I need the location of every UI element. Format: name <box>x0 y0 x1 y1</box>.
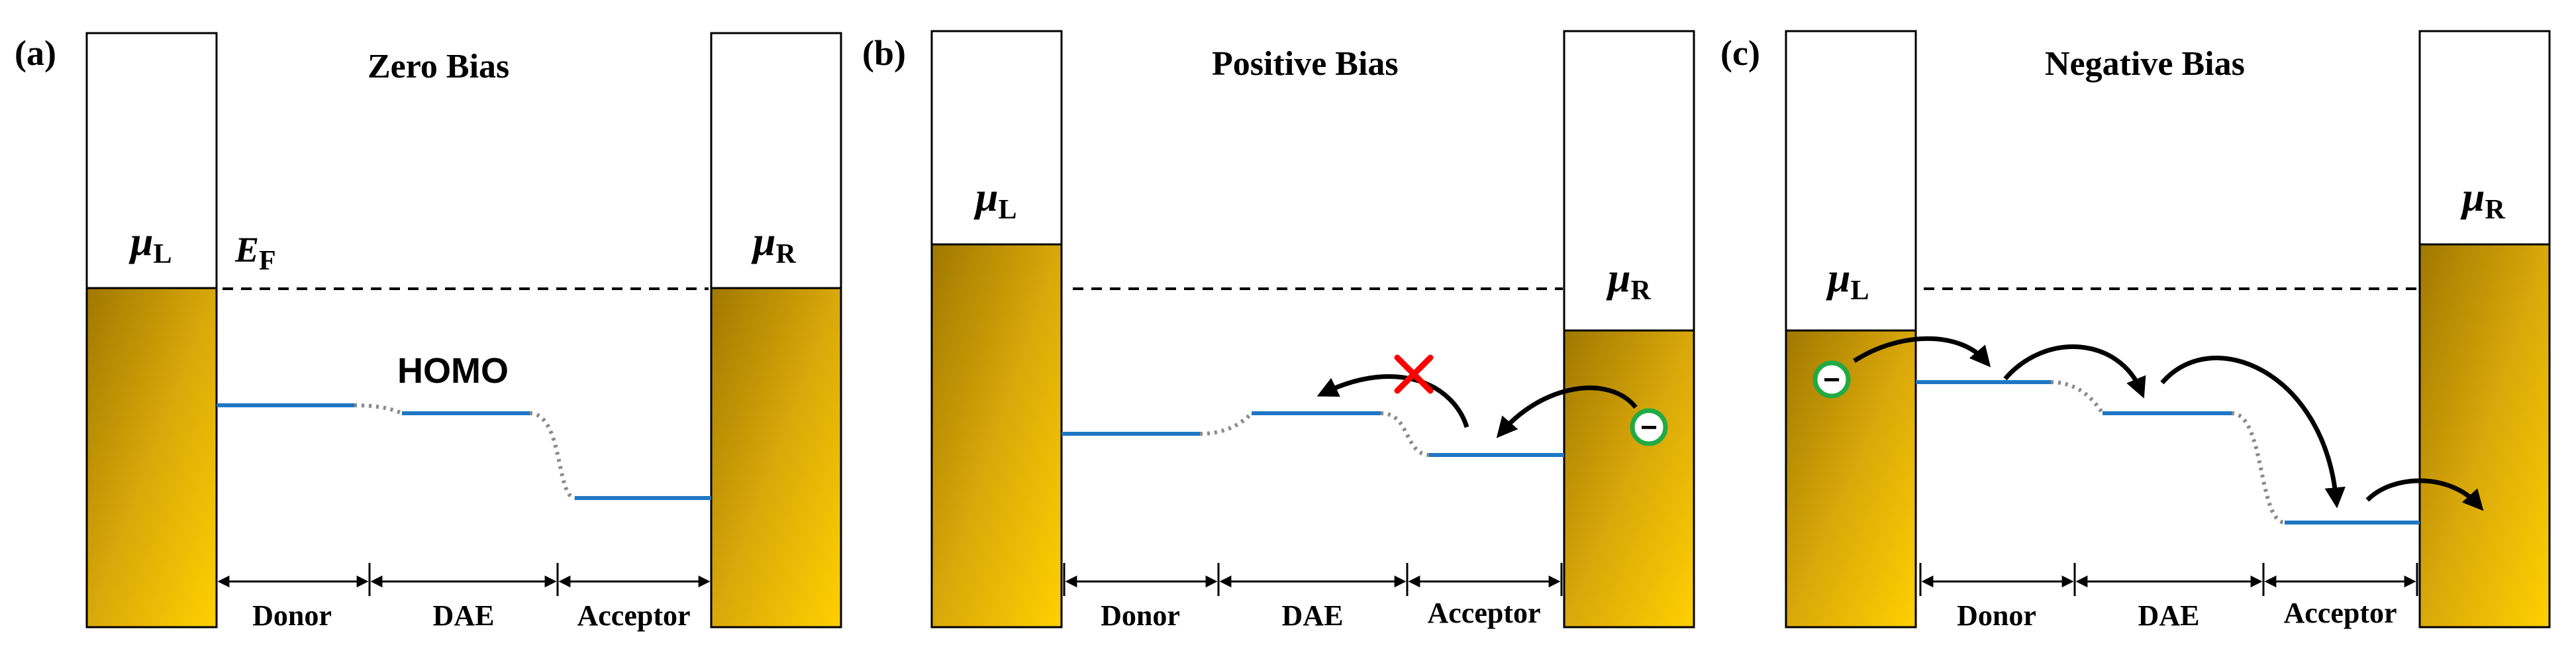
region-ticks <box>215 563 713 596</box>
region-label-acceptor: Acceptor <box>2283 597 2397 629</box>
svg-text:−: − <box>1823 364 1840 396</box>
mu-right-label: μR <box>2460 175 2505 225</box>
mu-right-label: μR <box>1606 256 1651 306</box>
electron-hop-arrow <box>1853 336 1991 368</box>
mu-left-label: μL <box>128 219 172 270</box>
panel-title: Positive Bias <box>1212 45 1399 83</box>
right-electrode-empty <box>1563 30 1695 332</box>
homo-label: HOMO <box>397 351 509 391</box>
region-label-dae: DAE <box>2138 599 2200 632</box>
blocked-cross-icon <box>1394 354 1434 394</box>
electron-hop-arrow <box>1496 385 1638 438</box>
left-electrode-filled <box>1785 329 1917 628</box>
electron-icon: − <box>1812 360 1851 399</box>
left-electrode-empty <box>1785 30 1917 332</box>
dae-acceptor-connector <box>1380 411 1430 457</box>
electron-hop-arrow <box>2003 344 2146 399</box>
right-electrode-filled <box>1563 329 1695 628</box>
panel-negative-bias: (c) Negative Bias μL μR − Donor DAE <box>1720 30 2551 632</box>
dae-acceptor-connector <box>2231 411 2285 525</box>
panel-positive-bias: (b) Positive Bias μL μR − Dono <box>862 30 1695 632</box>
panel-tag: (a) <box>15 33 56 73</box>
panel-tag: (b) <box>862 33 906 73</box>
region-label-dae: DAE <box>1282 599 1344 632</box>
right-electrode-filled <box>2418 243 2551 628</box>
left-electrode-filled <box>930 243 1063 628</box>
donor-dae-connector <box>354 403 403 415</box>
left-electrode-empty <box>85 32 218 289</box>
region-label-donor: Donor <box>252 599 332 632</box>
region-label-dae: DAE <box>433 599 495 632</box>
panel-zero-bias: (a) Zero Bias μL μR EF HOMO Donor DAE Ac… <box>15 32 842 632</box>
mu-left-label: μL <box>1826 256 1869 306</box>
panel-tag: (c) <box>1720 33 1760 73</box>
mu-right-label: μR <box>751 219 796 270</box>
left-electrode-empty <box>930 30 1063 246</box>
fermi-level-label: EF <box>234 230 276 276</box>
region-label-donor: Donor <box>1957 599 2036 632</box>
right-electrode-filled <box>710 287 842 628</box>
electron-hop-arrow <box>2160 356 2346 509</box>
region-label-acceptor: Acceptor <box>577 599 690 632</box>
region-label-donor: Donor <box>1101 599 1180 632</box>
region-label-acceptor: Acceptor <box>1427 597 1540 629</box>
panel-title: Negative Bias <box>2045 45 2245 83</box>
dae-acceptor-connector <box>529 411 576 500</box>
electron-hop-arrow <box>2365 478 2484 511</box>
left-electrode-filled <box>85 287 218 628</box>
svg-text:−: − <box>1640 411 1658 444</box>
panel-title: Zero Bias <box>368 48 509 85</box>
mu-left-label: μL <box>973 175 1017 225</box>
donor-dae-connector <box>2050 380 2105 415</box>
region-ticks <box>1919 563 2418 596</box>
donor-dae-connector <box>1199 411 1254 436</box>
electron-icon: − <box>1630 408 1668 446</box>
right-electrode-empty <box>710 32 842 289</box>
right-electrode-empty <box>2418 30 2551 246</box>
region-ticks <box>1063 563 1563 596</box>
